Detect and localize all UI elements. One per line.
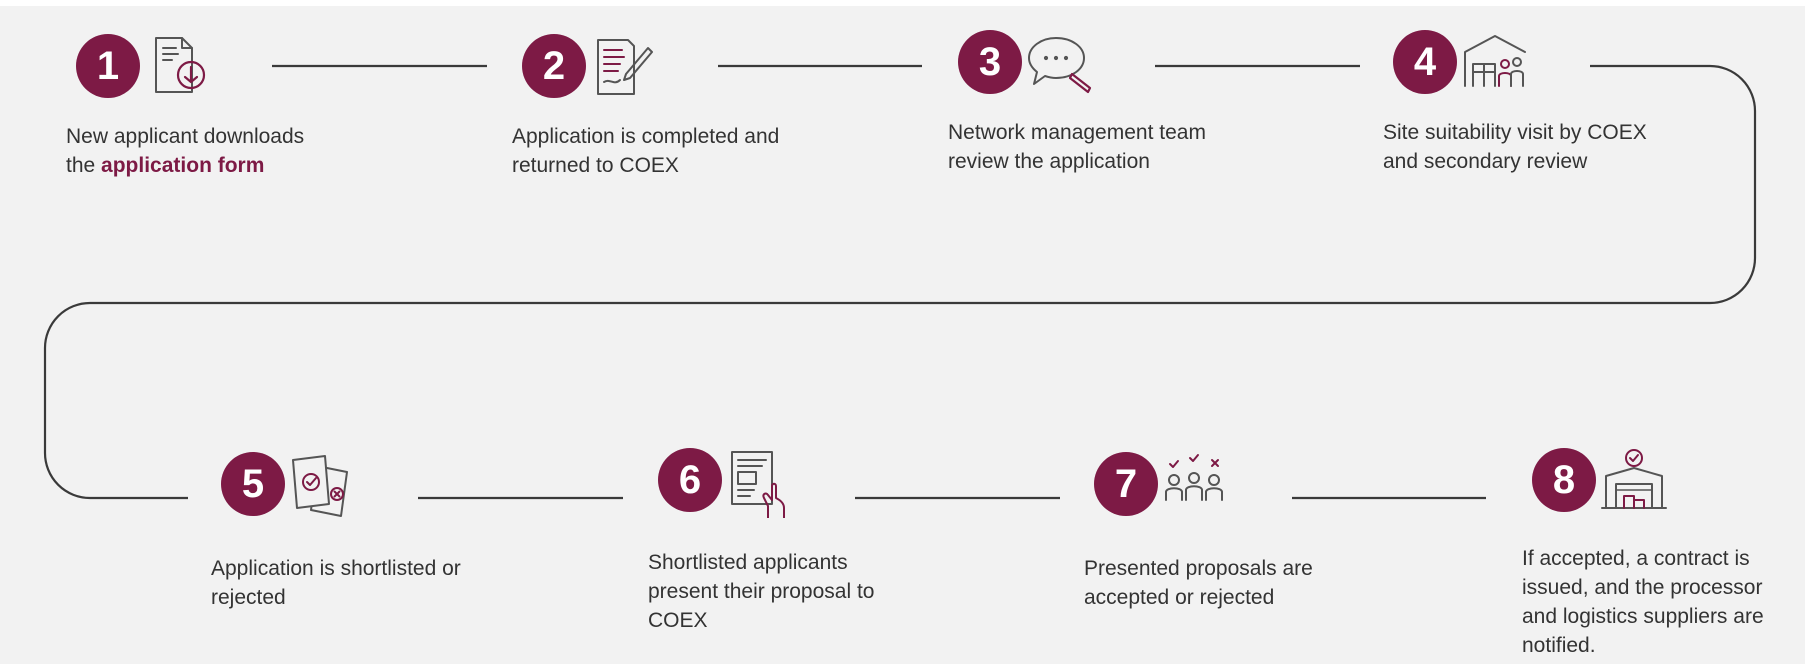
document-pen-icon bbox=[590, 34, 660, 104]
warehouse-people-icon bbox=[1461, 30, 1531, 100]
step-7: 7 Presented proposals are accepted or re… bbox=[1084, 452, 1384, 642]
process-panel bbox=[0, 6, 1805, 664]
step-description: Network management team review the appli… bbox=[948, 121, 1206, 173]
step-6: 6 Shortlisted applicants present their p… bbox=[648, 448, 948, 638]
application-form-link[interactable]: application form bbox=[101, 154, 265, 177]
step-number-badge: 3 bbox=[958, 30, 1022, 94]
warehouse-approved-icon bbox=[1600, 448, 1670, 518]
step-3: 3 Network management team review the app… bbox=[948, 30, 1248, 220]
hand-presenting-document-icon bbox=[726, 448, 796, 518]
step-description: Site suitability visit by COEX and secon… bbox=[1383, 121, 1647, 173]
step-description: Application is completed and returned to… bbox=[512, 125, 780, 177]
step-8: 8 If accepted, a contract is issued, and… bbox=[1522, 448, 1805, 657]
group-votes-icon bbox=[1162, 452, 1232, 522]
step-number-badge: 6 bbox=[658, 448, 722, 512]
step-description: Application is shortlisted or rejected bbox=[211, 557, 461, 609]
step-number-badge: 8 bbox=[1532, 448, 1596, 512]
step-description: Presented proposals are accepted or reje… bbox=[1084, 557, 1313, 609]
step-number-badge: 5 bbox=[221, 452, 285, 516]
step-number-badge: 4 bbox=[1393, 30, 1457, 94]
step-number-badge: 1 bbox=[76, 34, 140, 98]
speech-bubble-pen-icon bbox=[1026, 30, 1096, 100]
step-number-badge: 7 bbox=[1094, 452, 1158, 516]
step-1: 1 New applicant downloads the applicatio… bbox=[66, 34, 366, 224]
step-number-badge: 2 bbox=[522, 34, 586, 98]
step-description: New applicant downloads the application … bbox=[66, 122, 336, 180]
step-5: 5 Application is shortlisted or rejected bbox=[211, 452, 511, 642]
connector-4-5 bbox=[43, 64, 1757, 500]
step-2: 2 Application is completed and returned … bbox=[512, 34, 812, 224]
step-4: 4 Site suitability visit by COEX and sec… bbox=[1383, 30, 1683, 220]
step-description-text: New applicant downloads the bbox=[66, 125, 305, 177]
step-description: Shortlisted applicants present their pro… bbox=[648, 551, 875, 632]
document-download-icon bbox=[144, 34, 214, 104]
documents-check-reject-icon bbox=[289, 452, 359, 522]
step-description: If accepted, a contract is issued, and t… bbox=[1522, 547, 1764, 657]
